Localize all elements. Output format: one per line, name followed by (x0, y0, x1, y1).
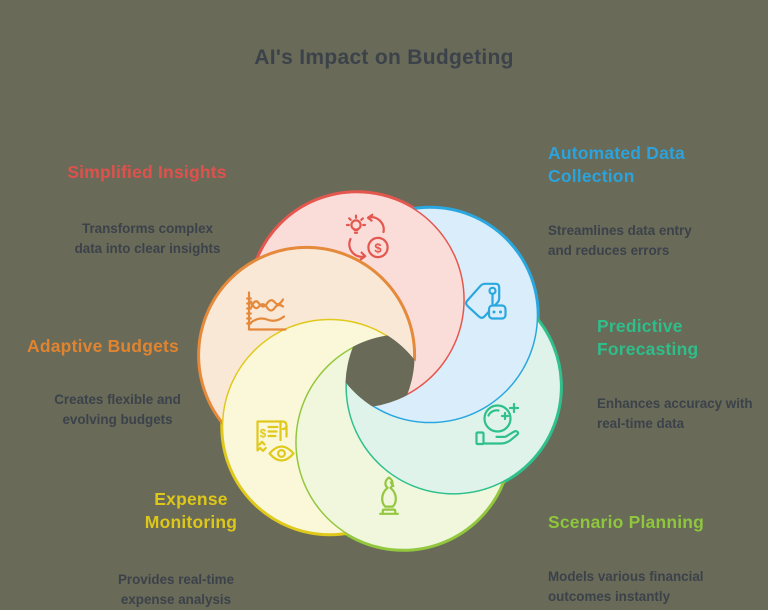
description-predictive-forecasting: Enhances accuracy with real-time data (597, 396, 753, 431)
description-scenario-planning: Models various financial outcomes instan… (548, 569, 704, 604)
receipt-eye-icon: $ (256, 420, 295, 462)
hand-forecast-icon (475, 402, 520, 446)
label-simplified-insights: Simplified Insights (67, 162, 227, 182)
description-expense-monitoring: Provides real-time expense analysis (117, 572, 235, 607)
price-tag-robot-icon (465, 282, 507, 320)
svg-text:$: $ (374, 240, 382, 255)
label-predictive-forecasting: Predictive Forecasting (597, 316, 699, 359)
chess-piece-icon (379, 476, 399, 515)
description-adaptive-budgets: Creates flexible and evolving budgets (54, 392, 181, 427)
petal-adaptive-budgets (197, 245, 417, 465)
wave-chart-icon (246, 291, 287, 331)
label-adaptive-budgets: Adaptive Budgets (27, 336, 179, 356)
label-automated-data-collection: Automated Data Collection (548, 143, 685, 186)
description-automated-data-collection: Streamlines data entry and reduces error… (548, 223, 692, 258)
description-simplified-insights: Transforms complex data into clear insig… (74, 221, 221, 256)
page-title: AI's Impact on Budgeting (254, 46, 514, 69)
label-scenario-planning: Scenario Planning (548, 512, 705, 532)
label-expense-monitoring: Expense Monitoring (144, 489, 238, 532)
idea-to-money-cycle-icon: $ (346, 213, 389, 261)
svg-text:$: $ (260, 429, 267, 441)
